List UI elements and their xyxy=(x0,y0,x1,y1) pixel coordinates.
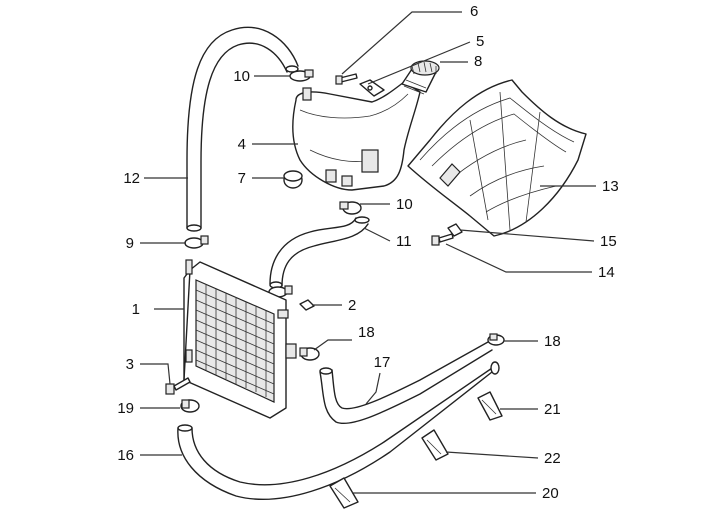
clamp-19 xyxy=(180,399,200,413)
callout-22: 22 xyxy=(544,450,561,467)
leader-5 xyxy=(367,41,471,85)
callout-15: 15 xyxy=(600,233,617,250)
leader-3 xyxy=(140,363,171,385)
leader-11 xyxy=(363,227,391,242)
hose-clamp-10-lower xyxy=(339,201,362,215)
nut-15 xyxy=(447,223,463,237)
callout-19: 19 xyxy=(117,400,134,417)
callout-9: 9 xyxy=(126,235,134,252)
callout-8: 8 xyxy=(474,53,482,70)
callout-11: 11 xyxy=(396,233,412,250)
bracket-5 xyxy=(359,79,385,97)
screw-6 xyxy=(335,73,358,85)
callout-2: 2 xyxy=(348,297,356,314)
callout-20: 20 xyxy=(542,485,559,502)
clamp-9 xyxy=(184,235,209,249)
callout-10-top: 10 xyxy=(233,68,250,85)
callout-13: 13 xyxy=(602,178,619,195)
callout-14: 14 xyxy=(598,264,615,281)
hose-17 xyxy=(319,341,493,425)
callout-10-lower: 10 xyxy=(396,196,413,213)
screw-14 xyxy=(431,233,454,246)
leader-14 xyxy=(445,243,592,273)
callout-6: 6 xyxy=(470,3,478,20)
hose-16 xyxy=(177,361,500,500)
leader-18a xyxy=(313,339,352,351)
callout-18-left: 18 xyxy=(358,324,375,341)
hose-11 xyxy=(269,216,370,289)
leader-6 xyxy=(341,11,462,75)
leader-22 xyxy=(445,451,539,459)
callout-7: 7 xyxy=(238,170,246,187)
callout-16: 16 xyxy=(117,447,134,464)
callout-18-right: 18 xyxy=(544,333,561,350)
clamp-18-left xyxy=(299,347,320,361)
hose-clamp-10-top xyxy=(289,69,314,82)
callout-1: 1 xyxy=(132,301,140,318)
callout-21: 21 xyxy=(544,401,561,418)
radiator-1 xyxy=(183,259,297,419)
nut-2 xyxy=(299,299,315,311)
callout-5: 5 xyxy=(476,33,484,50)
clamp-18-right xyxy=(487,333,505,346)
callout-4: 4 xyxy=(238,136,246,153)
clip-22 xyxy=(421,429,449,461)
callout-12: 12 xyxy=(123,170,140,187)
leader-17 xyxy=(365,372,381,405)
clamp-7 xyxy=(283,170,303,189)
callout-17: 17 xyxy=(374,354,391,371)
callout-labels: 1 2 3 4 5 6 7 8 9 10 10 11 12 13 14 15 1… xyxy=(117,3,618,502)
screw-3 xyxy=(165,377,191,395)
hose-12 xyxy=(186,26,299,232)
leader-lines xyxy=(140,11,596,494)
radiator-shroud-13 xyxy=(407,79,587,237)
clip-20 xyxy=(329,477,359,509)
callout-3: 3 xyxy=(126,356,134,373)
clip-21 xyxy=(477,391,503,421)
expansion-tank-4 xyxy=(292,81,421,191)
leader-15 xyxy=(459,229,595,242)
